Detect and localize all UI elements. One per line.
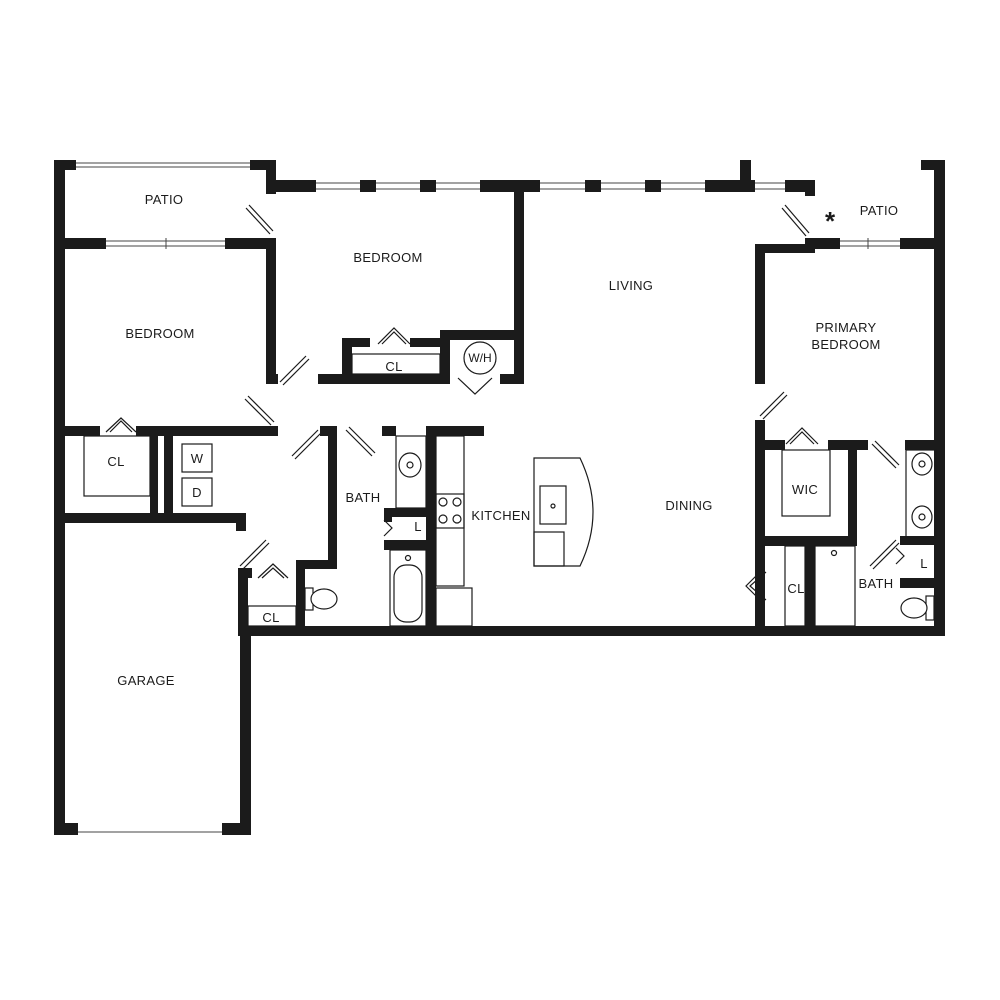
label-dryer: D — [192, 485, 202, 500]
toilet-icon — [900, 595, 935, 621]
label-bath-right: BATH — [859, 576, 894, 591]
asterisk-mark: * — [825, 206, 836, 236]
label-primary-2: BEDROOM — [811, 337, 880, 352]
label-patio-right: PATIO — [860, 203, 899, 218]
kitchen-island — [533, 457, 594, 567]
label-primary-1: PRIMARY — [815, 320, 876, 335]
label-wic: WIC — [792, 482, 818, 497]
label-cl-top: CL — [385, 359, 402, 374]
washer-icon — [181, 443, 213, 473]
label-cl-hall: CL — [262, 610, 279, 625]
fixtures — [83, 341, 937, 627]
label-bath-left: BATH — [346, 490, 381, 505]
label-bedroom-top: BEDROOM — [353, 250, 422, 265]
doors — [105, 204, 905, 603]
shower — [814, 545, 856, 627]
label-water-heater: W/H — [468, 351, 491, 365]
label-kitchen: KITCHEN — [471, 508, 530, 523]
label-cl-primary: CL — [787, 581, 804, 596]
water-heater-icon — [463, 341, 497, 375]
kitchen-counter — [435, 435, 473, 627]
label-dining: DINING — [665, 498, 712, 513]
label-linen-right: L — [920, 556, 928, 571]
label-living: LIVING — [609, 278, 653, 293]
toilet-icon — [304, 587, 338, 611]
label-bedroom-left: BEDROOM — [125, 326, 194, 341]
label-patio-left: PATIO — [145, 192, 184, 207]
windows — [76, 162, 900, 833]
labels: PATIO PATIO BEDROOM LIVING BEDROOM PRIMA… — [107, 192, 927, 688]
label-cl-left: CL — [107, 454, 124, 469]
label-washer: W — [191, 451, 204, 466]
bathtub-icon — [389, 549, 427, 627]
label-garage: GARAGE — [117, 673, 174, 688]
dryer-icon — [181, 477, 213, 507]
walls — [54, 160, 945, 835]
double-vanity — [905, 449, 937, 539]
sink-icon — [395, 435, 427, 509]
label-linen-left: L — [414, 519, 422, 534]
